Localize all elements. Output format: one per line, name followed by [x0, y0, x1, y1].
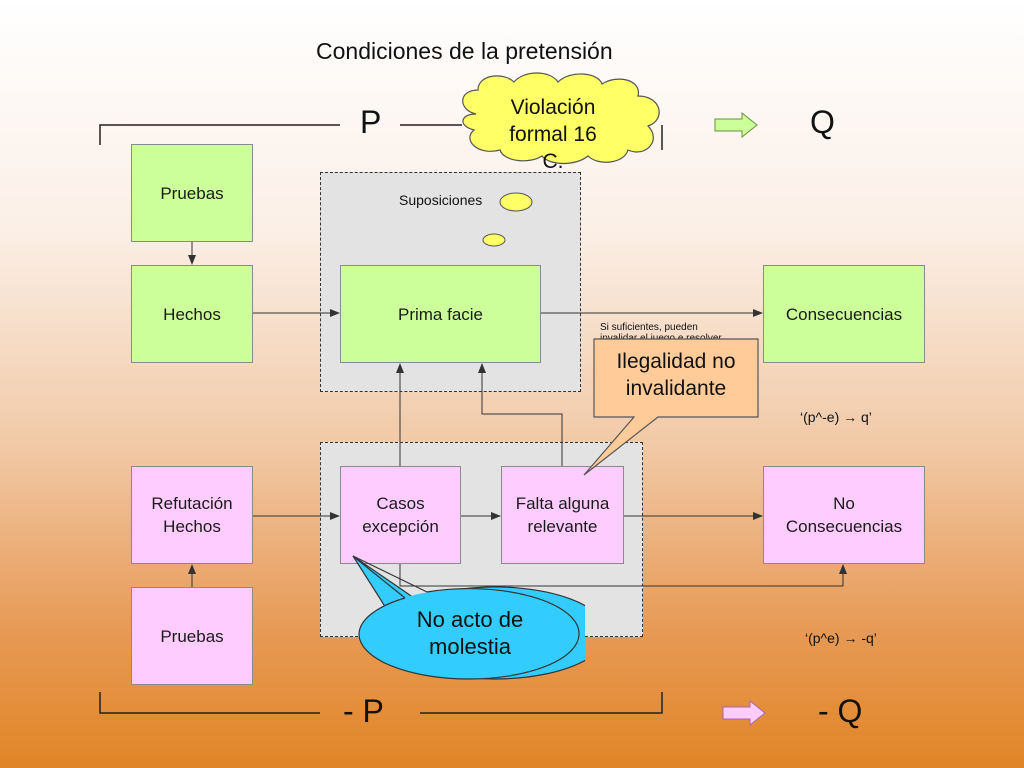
falta-line1: Falta alguna	[515, 494, 610, 513]
refutacion-line2: Hechos	[163, 517, 221, 536]
pruebas-top-box: Pruebas	[131, 144, 253, 242]
no-acto-line1: No acto de	[416, 607, 524, 632]
consecuencias-label: Consecuencias	[785, 304, 903, 324]
slide-title: Condiciones de la pretensión	[316, 38, 613, 64]
consecuencias-box: Consecuencias	[763, 265, 925, 363]
note-line2: invalidar el juego e resolver	[600, 333, 722, 341]
prima-facie-box: Prima facie	[340, 265, 541, 363]
ilegalidad-line1: Ilegalidad no	[616, 350, 736, 373]
no-consecuencias-box: No Consecuencias	[763, 466, 925, 564]
refutacion-hechos-box: Refutación Hechos	[131, 466, 253, 564]
note-text: Si suficientes, pueden invalidar el jueg…	[600, 322, 760, 341]
no-consecuencias-line2: Consecuencias	[785, 517, 903, 536]
hechos-label: Hechos	[163, 304, 221, 324]
p-label: P	[360, 104, 382, 140]
no-acto-callout	[352, 555, 585, 680]
pruebas-bottom-box: Pruebas	[131, 587, 253, 685]
violacion-line2: formal 16	[509, 123, 597, 146]
formula-bottom: ‘(p^e) → -q’	[805, 630, 877, 646]
casos-excepcion-box: Casos excepción	[340, 466, 461, 564]
bottom-bracket	[99, 692, 320, 714]
arrow-falta-prima	[478, 363, 563, 466]
not-p-label: - P	[343, 693, 384, 729]
falta-line2: relevante	[527, 517, 598, 536]
no-consecuencias-line1: No	[833, 494, 855, 513]
ilegalidad-text: Ilegalidad no invalidante	[594, 348, 758, 402]
thought-bubble-large	[499, 192, 533, 212]
q-label: Q	[810, 104, 835, 140]
ilegalidad-line2: invalidante	[625, 377, 727, 400]
casos-line2: excepción	[362, 517, 439, 536]
casos-line1: Casos	[376, 494, 425, 513]
prima-facie-label: Prima facie	[397, 304, 484, 324]
top-bracket	[99, 124, 340, 145]
violacion-text: Violación formal 16 C.	[482, 94, 624, 175]
pink-arrow-icon	[722, 700, 766, 726]
violacion-line3: C.	[542, 150, 564, 173]
cloud-callout	[462, 72, 660, 165]
formula-top: ‘(p^-e) → q’	[800, 409, 872, 425]
pruebas-bottom-label: Pruebas	[160, 626, 224, 646]
violacion-line1: Violación	[510, 96, 596, 119]
green-arrow-icon	[714, 112, 758, 138]
no-acto-text: No acto de molestia	[380, 606, 560, 660]
hechos-box: Hechos	[131, 265, 253, 363]
bottom-bracket-right	[420, 692, 663, 714]
refutacion-line1: Refutación	[151, 494, 233, 513]
thought-bubble-medium	[482, 233, 506, 247]
arrow-casos-noconsecuencias	[399, 564, 847, 587]
note-line1: Si suficientes, pueden	[600, 322, 698, 333]
falta-relevante-box: Falta alguna relevante	[501, 466, 624, 564]
no-acto-line2: molestia	[429, 634, 511, 659]
ilegalidad-callout	[583, 338, 759, 476]
pruebas-top-label: Pruebas	[160, 183, 224, 203]
suposiciones-label: Suposiciones	[399, 192, 483, 208]
not-q-label: - Q	[818, 693, 863, 729]
